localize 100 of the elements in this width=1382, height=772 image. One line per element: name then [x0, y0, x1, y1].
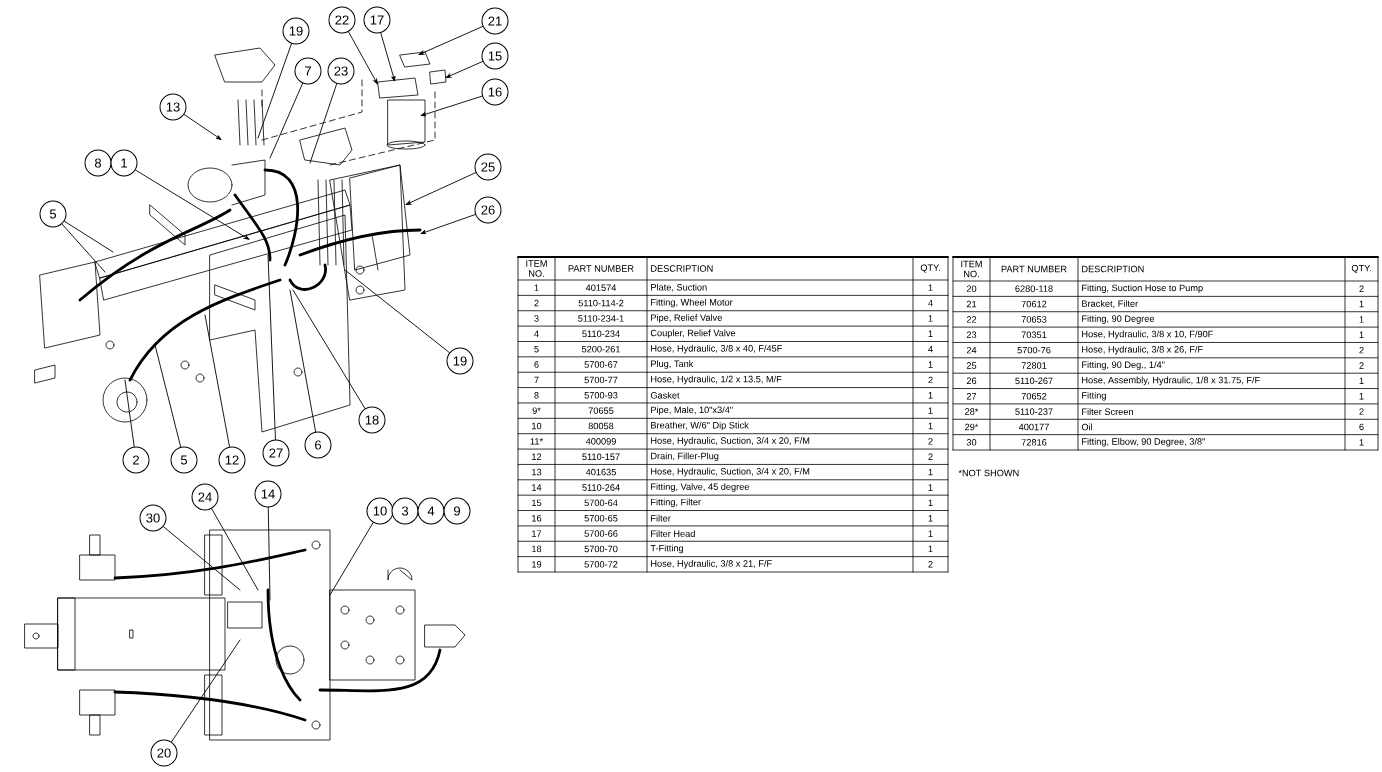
part-number: 5700-65 [584, 514, 618, 522]
part-description: Coupler, Relief Valve [650, 329, 736, 339]
callout-number: 22 [328, 6, 356, 34]
part-description: Fitting, Wheel Motor [651, 298, 733, 308]
column-header: PART NUMBER [568, 265, 634, 272]
leader-line [380, 32, 396, 82]
item-number: 13 [532, 468, 542, 476]
item-number: 11* [530, 438, 543, 445]
leader-line [124, 379, 135, 448]
quantity: 1 [928, 484, 933, 491]
callout-number: 19 [446, 347, 474, 375]
quantity: 1 [928, 407, 933, 414]
callout-number: 12 [218, 446, 246, 474]
callout-number: 30 [139, 504, 167, 532]
callout-number: 2 [122, 446, 150, 474]
callout-number: 13 [159, 93, 187, 121]
quantity: 6 [1359, 423, 1364, 431]
quantity: 1 [1359, 331, 1364, 338]
part-number: 5110-267 [1015, 377, 1053, 385]
part-number: 5700-77 [584, 376, 618, 384]
callout-number: 21 [481, 7, 509, 35]
part-description: Bracket, Filter [1082, 300, 1138, 308]
callout-number: 4 [417, 497, 445, 525]
part-number: 400099 [585, 438, 616, 445]
item-number: 20 [966, 285, 977, 292]
quantity: 1 [928, 330, 933, 337]
part-description: Fitting, 90 Deg., 1/4" [1082, 361, 1165, 370]
quantity: 1 [1359, 316, 1364, 323]
quantity: 1 [1359, 439, 1364, 446]
part-description: Gasket [650, 391, 680, 399]
callout-number: 1 [110, 149, 138, 177]
quantity: 1 [928, 315, 933, 322]
item-number: 29* [965, 423, 979, 431]
item-number: 15 [532, 499, 542, 507]
quantity: 1 [928, 361, 933, 368]
column-header: ITEM NO. [961, 260, 982, 278]
part-number: 401635 [585, 468, 616, 476]
part-number: 70351 [1021, 331, 1047, 339]
part-description: Fitting, 90 Degree [1082, 315, 1155, 324]
quantity: 2 [928, 376, 933, 384]
leader-line [420, 95, 483, 117]
quantity: 1 [928, 422, 933, 430]
part-description: Filter [651, 514, 671, 522]
part-description: Hose, Hydraulic, 3/8 x 10, F/90F [1082, 330, 1213, 340]
quantity: 2 [928, 453, 933, 460]
callout-number: 25 [474, 153, 502, 181]
item-number: 4 [534, 330, 539, 337]
leader-line [292, 289, 366, 409]
part-number: 70653 [1021, 316, 1047, 323]
leader-line [211, 508, 259, 591]
item-number: 26 [966, 377, 977, 385]
column-header: DESCRIPTION [651, 265, 713, 272]
callout-number: 17 [363, 6, 391, 34]
leader-line [289, 289, 317, 433]
callout-number: 10 [366, 497, 394, 525]
quantity: 4 [928, 299, 933, 307]
callout-number: 3 [391, 497, 419, 525]
quantity: 2 [1359, 362, 1364, 369]
part-description: Hose, Hydraulic, 3/8 x 40, F/45F [651, 344, 782, 354]
quantity: 1 [1359, 300, 1364, 308]
callout-number: 5 [170, 446, 198, 474]
callout-number: 18 [358, 406, 386, 434]
column-header: QTY. [920, 264, 940, 273]
part-description: Hose, Hydraulic, 3/8 x 26, F/F [1082, 345, 1203, 355]
item-number: 2 [534, 299, 539, 307]
part-description: T-Fitting [650, 544, 684, 554]
part-description: Fitting, Filter [651, 498, 701, 508]
callout-number: 19 [282, 17, 310, 45]
part-number: 5700-70 [584, 545, 618, 553]
quantity: 2 [928, 438, 933, 445]
part-number: 5110-264 [582, 484, 620, 491]
leader-line [63, 220, 114, 253]
item-number: 8 [534, 392, 539, 399]
part-number: 5700-93 [584, 392, 618, 399]
column-header: QTY. [1351, 264, 1371, 274]
item-number: 24 [966, 346, 977, 354]
item-number: 23 [966, 331, 977, 339]
leader-line [405, 172, 477, 205]
quantity: 2 [1359, 408, 1364, 415]
item-number: 6 [534, 361, 539, 368]
part-description: Oil [1081, 423, 1092, 431]
item-number: 30 [966, 439, 977, 446]
item-number: 3 [534, 315, 539, 322]
callout-number: 7 [294, 57, 322, 85]
note-text: *NOT SHOWN [958, 469, 1019, 477]
item-number: 21 [966, 300, 977, 308]
part-number: 5110-234 [582, 330, 620, 338]
item-number: 22 [966, 316, 977, 323]
item-number: 12 [532, 453, 542, 460]
leader-line [257, 43, 292, 139]
item-number: 1 [534, 284, 539, 291]
item-number: 14 [532, 484, 542, 491]
part-number: 5110-237 [1015, 408, 1053, 415]
item-number: 27 [966, 393, 977, 400]
part-description: Hose, Assembly, Hydraulic, 1/8 x 31.75, F/F [1082, 376, 1260, 386]
part-number: 5110-157 [582, 453, 620, 460]
callout-number: 23 [327, 57, 355, 85]
part-number: 5700-64 [584, 499, 618, 507]
callout-number: 9 [443, 497, 471, 525]
item-number: 5 [534, 345, 539, 353]
